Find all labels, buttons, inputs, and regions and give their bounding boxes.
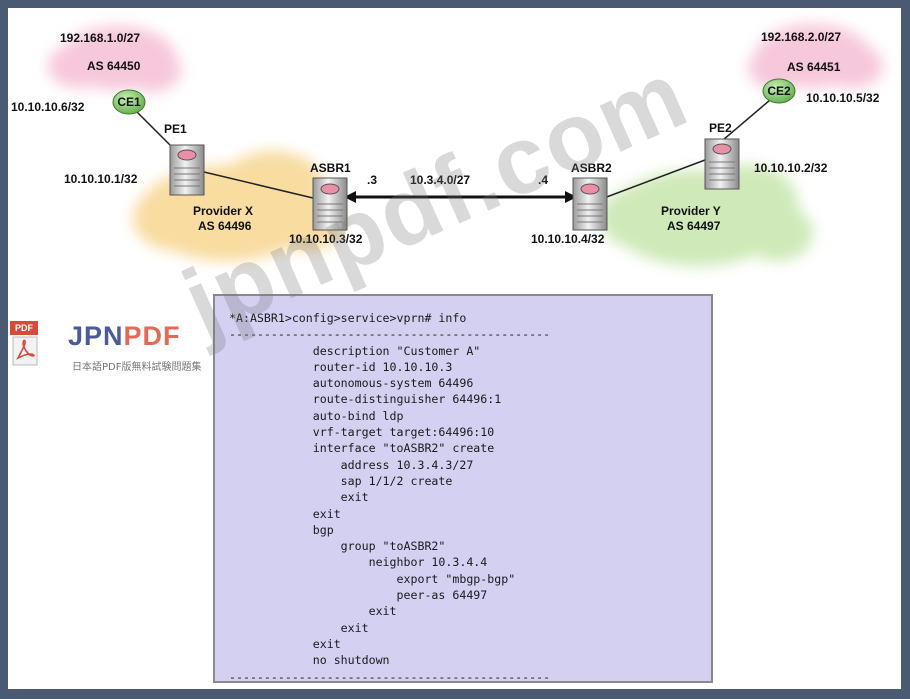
link-left-host-label: .3 [367,173,377,187]
config-line: ----------------------------------------… [229,327,551,342]
provider-y-as: AS 64497 [667,219,721,233]
brand-wordmark: JPNPDF [68,321,181,352]
acrobat-icon [12,336,38,366]
link-right-host-label: .4 [538,173,548,187]
ce2-label: CE2 [767,84,791,98]
ce2-as-label: AS 64451 [787,60,841,74]
config-line: vrf-target target:64496:10 [229,425,495,440]
cloud-customer-a [48,26,181,92]
pe2-addr-label: 10.10.10.2/32 [754,161,828,175]
config-line: bgp [229,522,334,537]
config-line: description "Customer A" [229,343,481,358]
asbr1-router [312,177,348,231]
config-line: interface "toASBR2" create [229,441,495,456]
config-line: no shutdown [229,653,390,668]
watermark-logo: PDF JPNPDF 日本語PDF版無料試験問題集 [10,321,240,381]
asbr2-addr-label: 10.10.10.4/32 [531,232,605,246]
ce1-label: CE1 [117,95,141,109]
cli-config-panel: *A:ASBR1>config>service>vprn# info -----… [213,294,713,685]
brand-part2: PDF [123,321,181,351]
config-line: exit [229,620,369,635]
link-pe1-asbr1 [203,171,314,199]
cli-config-text: *A:ASBR1>config>service>vprn# info -----… [229,310,550,685]
asbr2-router [572,177,608,231]
figure-frame: CE1 CE2 [8,8,901,689]
config-line: exit [229,506,341,521]
link-ce1-pe1 [135,110,172,147]
asbr2-label: ASBR2 [571,161,612,175]
link-pe2-ce2 [722,99,771,141]
ce1-subnet-label: 192.168.1.0/27 [60,31,140,45]
config-line: autonomous-system 64496 [229,376,474,391]
config-line: exit [229,636,341,651]
provider-x-name: Provider X [193,204,253,218]
arrowhead-left [344,191,356,203]
config-line: route-distinguisher 64496:1 [229,392,502,407]
ce2-router: CE2 [762,78,796,104]
pdf-badge: PDF [10,321,38,335]
provider-x-as: AS 64496 [198,219,252,233]
cloud-provider-x [133,151,343,261]
config-line: ----------------------------------------… [229,669,551,684]
asbr1-label: ASBR1 [310,161,351,175]
config-line: export "mbgp-bgp" [229,571,516,586]
ce2-subnet-label: 192.168.2.0/27 [761,30,841,44]
asbr1-addr-label: 10.10.10.3/32 [289,232,363,246]
cloud-provider-y [600,165,813,266]
pe1-router [169,144,205,196]
provider-y-name: Provider Y [661,204,721,218]
brand-part1: JPN [68,321,124,351]
pe2-router [704,138,740,190]
pe1-addr-label: 10.10.10.1/32 [64,172,138,186]
config-line: group "toASBR2" [229,539,446,554]
link-subnet-label: 10.3.4.0/27 [410,173,470,187]
config-line: exit [229,490,369,505]
config-line: auto-bind ldp [229,408,404,423]
config-line: peer-as 64497 [229,588,488,603]
config-line: router-id 10.10.10.3 [229,359,453,374]
ce1-router: CE1 [112,89,146,115]
ce2-addr-label: 10.10.10.5/32 [806,91,880,105]
ce1-addr-label: 10.10.10.6/32 [11,100,85,114]
arrowhead-right [565,191,577,203]
config-line: *A:ASBR1>config>service>vprn# info [229,311,467,325]
pe1-label: PE1 [164,122,187,136]
config-line: exit [229,604,397,619]
ce1-as-label: AS 64450 [87,59,141,73]
link-asbr2-pe2 [603,159,706,199]
config-line: neighbor 10.3.4.4 [229,555,488,570]
config-line: sap 1/1/2 create [229,473,453,488]
brand-tagline: 日本語PDF版無料試験問題集 [72,362,202,373]
pe2-label: PE2 [709,121,732,135]
cloud-customer-b [748,24,883,90]
config-line: address 10.3.4.3/27 [229,457,474,472]
network-diagram: CE1 CE2 [11,24,883,266]
